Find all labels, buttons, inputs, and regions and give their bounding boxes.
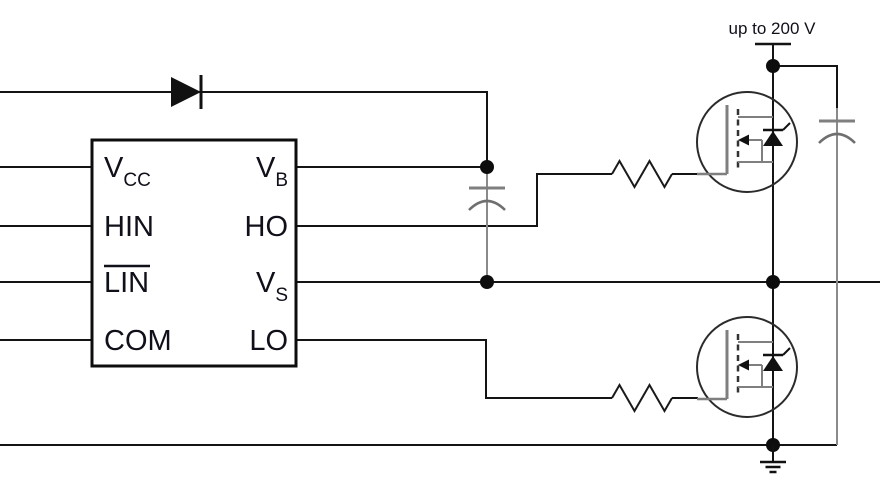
gate-driver-ic-body bbox=[90, 138, 298, 368]
wire-ho bbox=[296, 173, 612, 227]
pin-label-vs: VS bbox=[256, 267, 288, 306]
capacitor-branch-wires bbox=[486, 108, 838, 445]
junction-dots bbox=[480, 59, 780, 452]
bootstrap-capacitor bbox=[468, 186, 506, 211]
bus-capacitor bbox=[818, 119, 856, 144]
pin-label-com: COM bbox=[104, 325, 172, 357]
pin-label-vcc: VCC bbox=[104, 152, 151, 191]
pin-label-lin: LIN bbox=[104, 267, 149, 299]
capacitor-curved-plate bbox=[468, 199, 506, 211]
diode-triangle-icon bbox=[171, 77, 201, 107]
wire-lo bbox=[296, 339, 612, 399]
junction-vb bbox=[480, 160, 494, 174]
high-side-gate-resistor bbox=[611, 158, 673, 190]
pin-label-ho: HO bbox=[245, 211, 289, 243]
wire-bootstrap-supply bbox=[0, 91, 488, 167]
junction-vs-cap bbox=[480, 275, 494, 289]
pin-label-vb: VB bbox=[256, 152, 288, 191]
low-side-mosfet bbox=[695, 315, 799, 419]
low-side-gate-resistor bbox=[611, 382, 673, 414]
junction-vs-rail bbox=[766, 275, 780, 289]
pin-label-lo: LO bbox=[249, 325, 288, 357]
wires bbox=[0, 42, 880, 446]
bootstrap-diode bbox=[171, 75, 203, 109]
capacitor-curved-plate bbox=[818, 132, 856, 144]
junction-supply bbox=[766, 59, 780, 73]
supply-voltage-label: up to 200 V bbox=[729, 19, 817, 38]
earth-ground-icon bbox=[760, 445, 786, 474]
high-side-mosfet bbox=[695, 90, 799, 194]
wire-bus-cap-top bbox=[773, 65, 838, 108]
pin-label-hin: HIN bbox=[104, 211, 154, 243]
